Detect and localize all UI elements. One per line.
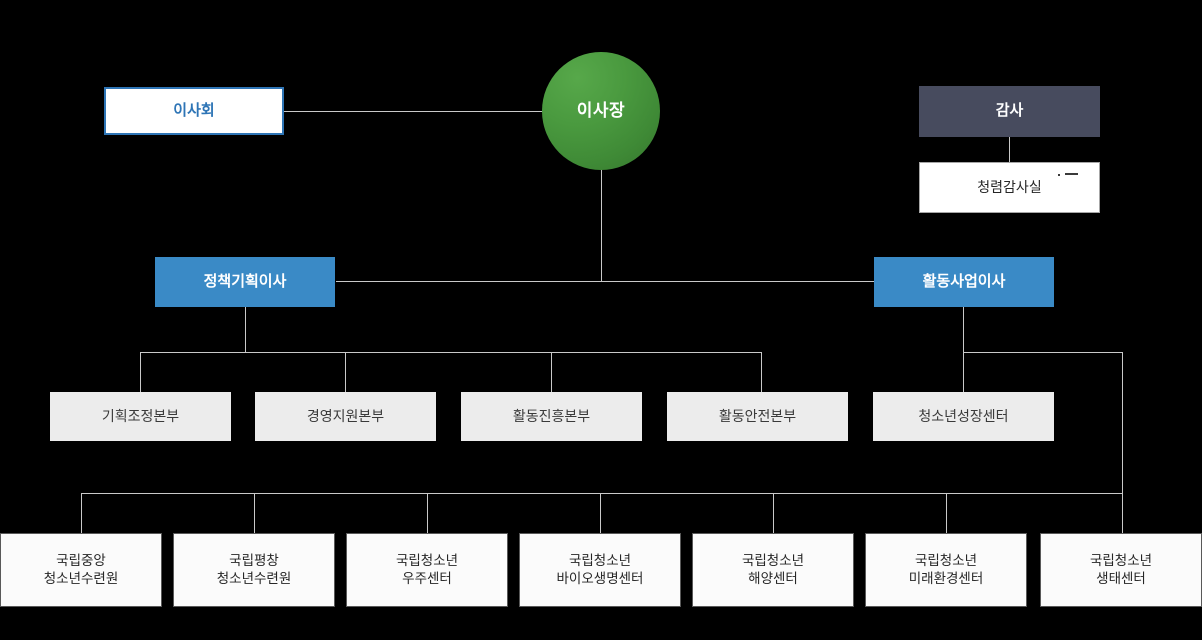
node-director-activity-business-label: 활동사업이사: [922, 272, 1006, 290]
connector-dept-drop-3: [551, 352, 552, 392]
node-facility-youth-biolife-center[interactable]: 국립청소년 바이오생명센터: [519, 533, 681, 607]
connector-facility-drop-4: [600, 493, 601, 533]
connector-director-bus: [336, 281, 875, 282]
node-facility-central-youth-training-line2: 청소년수련원: [43, 571, 119, 586]
node-auditor[interactable]: 감사: [919, 86, 1100, 137]
connector-facility-drop-3: [427, 493, 428, 533]
node-facility-youth-ecology-center-line1: 국립청소년: [1089, 552, 1153, 568]
node-facility-youth-space-center-line2: 우주센터: [402, 571, 452, 586]
connector-facility-drop-1: [81, 493, 82, 533]
node-dept-activity-safety[interactable]: 활동안전본부: [667, 392, 848, 441]
connector-activity-branch-down: [1122, 352, 1123, 493]
connector-activity-director-down: [963, 307, 964, 392]
connector-dept-drop-4: [761, 352, 762, 392]
node-facility-youth-future-environment-center[interactable]: 국립청소년 미래환경센터: [865, 533, 1027, 607]
node-facility-youth-space-center[interactable]: 국립청소년 우주센터: [346, 533, 508, 607]
node-director-activity-business[interactable]: 활동사업이사: [874, 257, 1054, 307]
node-facility-pyeongchang-youth-training-line1: 국립평창: [229, 552, 279, 568]
connector-activity-branch-right: [963, 352, 1122, 353]
connector-dept-drop-2: [345, 352, 346, 392]
node-dept-activity-promotion-label: 활동진흥본부: [512, 408, 591, 425]
node-chairperson[interactable]: 이사장: [542, 52, 660, 170]
node-facility-central-youth-training[interactable]: 국립중앙 청소년수련원: [0, 533, 162, 607]
node-facility-youth-ecology-center[interactable]: 국립청소년 생태센터: [1040, 533, 1202, 607]
node-integrity-audit-office-label: 청렴감사실: [977, 179, 1042, 196]
node-dept-youth-growth-center-label: 청소년성장센터: [918, 408, 1009, 425]
connector-facility-drop-7: [1122, 493, 1123, 533]
node-dept-management-support-label: 경영지원본부: [306, 408, 385, 425]
node-facility-youth-marine-center[interactable]: 국립청소년 해양센터: [692, 533, 854, 607]
node-dept-activity-safety-label: 활동안전본부: [718, 408, 797, 425]
node-facility-youth-biolife-center-line2: 바이오생명센터: [556, 571, 644, 586]
node-facility-youth-biolife-center-line1: 국립청소년: [568, 552, 632, 568]
connector-facility-drop-5: [773, 493, 774, 533]
node-facility-youth-marine-center-line2: 해양센터: [748, 571, 798, 586]
node-facility-youth-future-environment-center-line1: 국립청소년: [914, 552, 978, 568]
node-facility-central-youth-training-line1: 국립중앙: [56, 552, 106, 568]
connector-facility-drop-2: [254, 493, 255, 533]
connector-audit-to-office: [1009, 137, 1010, 163]
node-dept-activity-promotion[interactable]: 활동진흥본부: [461, 392, 642, 441]
connector-facility-drop-6: [946, 493, 947, 533]
node-facility-pyeongchang-youth-training-line2: 청소년수련원: [216, 571, 292, 586]
connector-facility-bus: [81, 493, 1123, 494]
node-facility-youth-ecology-center-line2: 생태센터: [1096, 571, 1146, 586]
node-director-policy-planning-label: 정책기획이사: [203, 272, 287, 290]
node-chairperson-label: 이사장: [576, 100, 626, 120]
node-dept-youth-growth-center[interactable]: 청소년성장센터: [873, 392, 1054, 441]
connector-dept-drop-1: [140, 352, 141, 392]
node-dept-planning-coordination-label: 기획조정본부: [101, 408, 180, 425]
node-director-policy-planning[interactable]: 정책기획이사: [155, 257, 335, 307]
node-facility-youth-space-center-line1: 국립청소년: [395, 552, 459, 568]
node-board-of-directors[interactable]: 이사회: [104, 87, 284, 135]
connector-policy-director-down: [245, 307, 246, 353]
connector-board-to-ceo: [284, 111, 554, 112]
node-integrity-audit-office[interactable]: 청렴감사실: [919, 162, 1100, 213]
node-facility-youth-marine-center-line1: 국립청소년: [741, 552, 805, 568]
connector-ceo-down: [601, 170, 602, 282]
node-auditor-label: 감사: [995, 102, 1024, 120]
node-dept-planning-coordination[interactable]: 기획조정본부: [50, 392, 231, 441]
connector-department-bus: [140, 352, 761, 353]
node-facility-youth-future-environment-center-line2: 미래환경센터: [908, 571, 984, 586]
node-dept-management-support[interactable]: 경영지원본부: [255, 392, 436, 441]
node-facility-pyeongchang-youth-training[interactable]: 국립평창 청소년수련원: [173, 533, 335, 607]
node-board-label: 이사회: [173, 101, 215, 119]
